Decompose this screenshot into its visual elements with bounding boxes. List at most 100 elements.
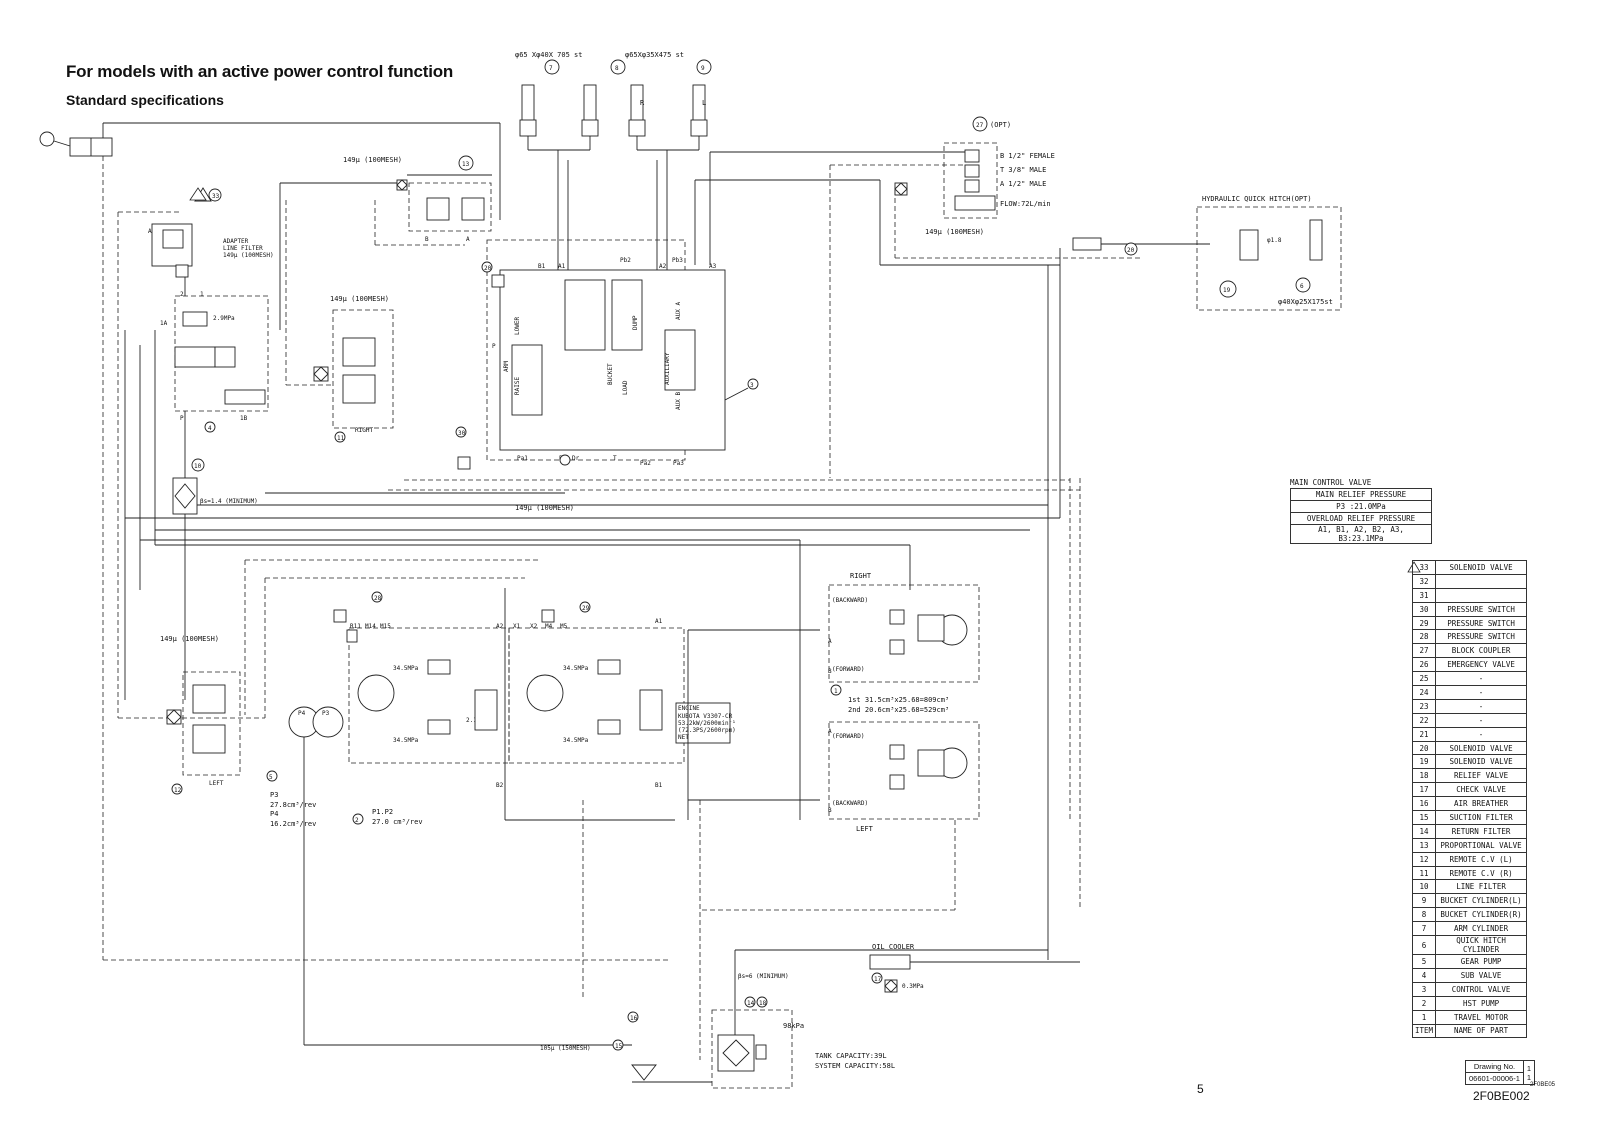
svg-text:AUXILIARY: AUXILIARY xyxy=(664,352,671,385)
svg-text:Pa3: Pa3 xyxy=(673,460,684,467)
hst-pump-displacement: 27.0 cm³/rev xyxy=(372,818,423,826)
part-name: SOLENOID VALVE xyxy=(1435,560,1528,575)
drawing-label: Drawing No. xyxy=(1465,1060,1524,1073)
svg-text:RAISE: RAISE xyxy=(514,377,521,395)
part-name: PRESSURE SWITCH xyxy=(1435,629,1528,645)
svg-text:30: 30 xyxy=(458,430,466,437)
svg-text:LOAD: LOAD xyxy=(622,380,629,395)
part-number: 1 xyxy=(1411,1009,1437,1025)
part-number: 30 xyxy=(1411,601,1437,617)
svg-text:29: 29 xyxy=(582,605,590,612)
svg-text:ARM: ARM xyxy=(503,361,510,372)
svg-text:A1: A1 xyxy=(655,618,663,625)
opt-27: (OPT) xyxy=(990,121,1011,129)
svg-text:1A: 1A xyxy=(160,320,168,327)
svg-text:27.8cm³/rev: 27.8cm³/rev xyxy=(270,801,316,809)
part-number: 9 xyxy=(1411,893,1437,909)
suction-filter-label: 105μ (150MESH) xyxy=(540,1045,591,1052)
part-number: 8 xyxy=(1411,907,1437,923)
part-number: 17 xyxy=(1411,782,1437,798)
part-number: 7 xyxy=(1411,921,1437,937)
svg-text:15: 15 xyxy=(615,1043,623,1050)
parts-row: 23- xyxy=(1411,698,1528,714)
cylinders-group: φ65 Xφ40X 705 st φ65Xφ35X475 st 7 8 9 R … xyxy=(515,51,712,270)
svg-text:1B: 1B xyxy=(240,415,248,422)
svg-text:R11: R11 xyxy=(350,623,361,630)
part-name: AIR BREATHER xyxy=(1435,796,1528,812)
svg-text:1: 1 xyxy=(834,688,838,695)
part-name: RELIEF VALVE xyxy=(1435,768,1528,784)
part-name: - xyxy=(1435,726,1528,742)
svg-text:9: 9 xyxy=(701,65,705,72)
part-name: HST PUMP xyxy=(1435,995,1528,1011)
part-number: 10 xyxy=(1411,879,1437,895)
svg-text:13: 13 xyxy=(462,161,470,168)
svg-text:(FORWARD): (FORWARD) xyxy=(832,733,865,740)
svg-text:A2: A2 xyxy=(496,623,504,630)
part-number: 19 xyxy=(1411,754,1437,770)
line-filter-10: 10 βs=1.4 (MINIMUM) xyxy=(172,411,258,700)
part-name: - xyxy=(1435,671,1528,687)
part-name: PRESSURE SWITCH xyxy=(1435,615,1528,631)
quick-hitch-group: HYDRAULIC QUICK HITCH(OPT) 20 19 6 φ40Xφ… xyxy=(1072,195,1342,311)
part-name xyxy=(1435,573,1528,589)
proportional-valve-13: 149μ (100MESH) 13 B A xyxy=(279,155,492,330)
svg-text:P3: P3 xyxy=(270,791,278,799)
part-name: REMOTE C.V (L) xyxy=(1435,851,1528,867)
right-remote-label: RIGHT xyxy=(355,427,373,434)
parts-row: 25- xyxy=(1411,671,1528,687)
part-name: REMOTE C.V (R) xyxy=(1435,865,1528,881)
part-number: 33 xyxy=(1411,560,1437,575)
part-name: BUCKET CYLINDER(R) xyxy=(1435,907,1528,923)
part-number: 28 xyxy=(1411,629,1437,645)
travel-motors: RIGHT (BACKWARD) (FORWARD) A B 1 1st 31.… xyxy=(700,505,1049,960)
part-name: SOLENOID VALVE xyxy=(1435,740,1528,756)
filter-label-e: 149μ (100MESH) xyxy=(160,635,219,643)
parts-row: 31 xyxy=(1411,587,1528,603)
pressure-98: 98kPa xyxy=(783,1022,804,1030)
svg-text:Pa2: Pa2 xyxy=(640,460,651,467)
svg-text:33: 33 xyxy=(212,193,220,200)
part-number: 20 xyxy=(1411,740,1437,756)
filter-label-a: 149μ (100MESH) xyxy=(343,156,402,164)
filter-label-c: 149μ (100MESH) xyxy=(515,504,574,512)
mcv-row: OVERLOAD RELIEF PRESSURE xyxy=(1290,512,1432,525)
part-number: 5 xyxy=(1411,954,1437,969)
svg-text:20: 20 xyxy=(484,265,492,272)
block-coupler-27: 27 (OPT) B 1/2" FEMALE T 3/8" MALE A 1/2… xyxy=(894,116,1055,236)
document-code: 2F0BE002 xyxy=(1473,1089,1530,1103)
part-number: 27 xyxy=(1411,643,1437,659)
svg-text:X2: X2 xyxy=(530,623,538,630)
part-name: - xyxy=(1435,712,1528,728)
system-capacity: SYSTEM CAPACITY:58L xyxy=(815,1062,895,1070)
part-number: 32 xyxy=(1411,573,1437,589)
part-number: 16 xyxy=(1411,796,1437,812)
svg-text:B: B xyxy=(425,236,429,243)
part-name: SUB VALVE xyxy=(1435,967,1528,983)
pressure-29: 2.9MPa xyxy=(213,315,235,322)
parts-row: 32 xyxy=(1411,573,1528,589)
svg-text:A1: A1 xyxy=(558,263,566,270)
svg-text:Pa1: Pa1 xyxy=(517,455,528,462)
svg-text:16: 16 xyxy=(630,1015,638,1022)
left-remote-label: LEFT xyxy=(209,780,224,787)
control-valve-3: B1 A1 Pb2 A2 Pb3 A3 P LOWER RAISE ARM BU… xyxy=(455,239,759,512)
oil-cooler-label: OIL COOLER xyxy=(872,943,915,951)
page-title: For models with an active power control … xyxy=(66,62,454,81)
svg-text:4: 4 xyxy=(208,425,212,432)
page-subtitle: Standard specifications xyxy=(66,92,224,108)
svg-text:BUCKET: BUCKET xyxy=(607,363,614,385)
